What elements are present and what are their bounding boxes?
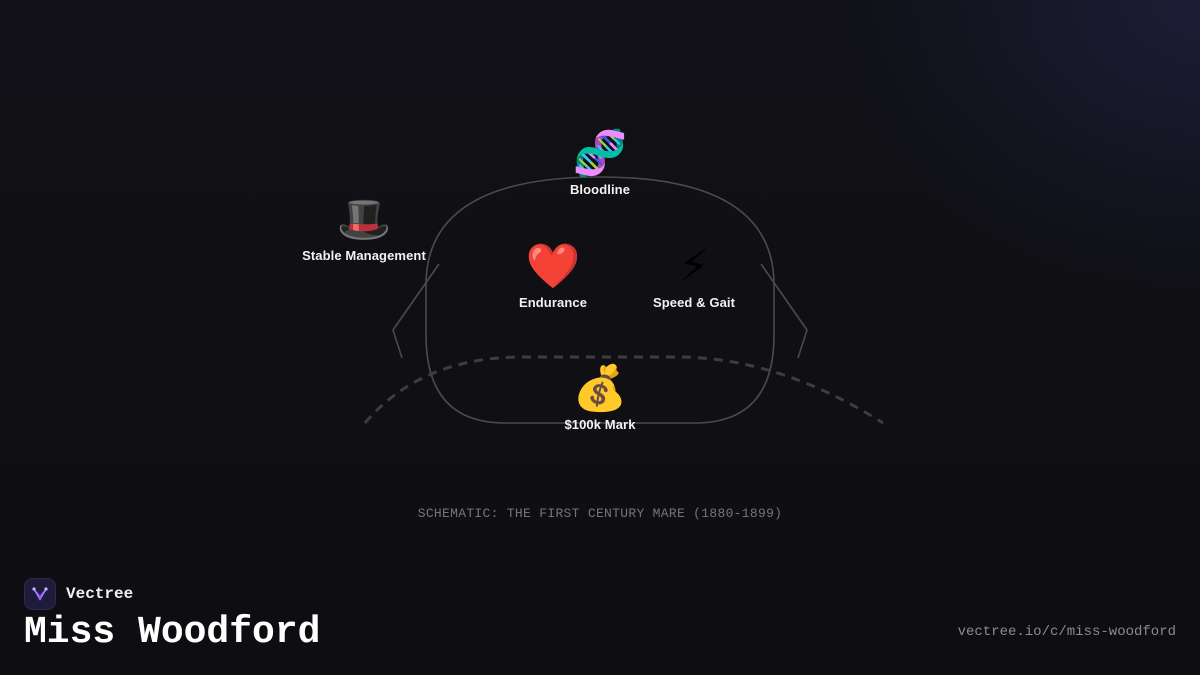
page-title: Miss Woodford	[24, 611, 321, 654]
node-bloodline: 🧬 Bloodline	[500, 128, 700, 197]
node-label: Speed & Gait	[652, 295, 736, 310]
node-label: Stable Management	[302, 248, 426, 263]
node-label: Endurance	[518, 295, 588, 310]
right-leg-line	[760, 263, 808, 359]
top-hat-icon: 🎩	[336, 194, 392, 245]
brand: Vectree	[24, 577, 133, 611]
node-label: Bloodline	[569, 182, 631, 197]
node-label: $100k Mark	[564, 417, 636, 432]
lightning-bolt-icon: ⚡	[678, 241, 710, 292]
node-speed-gait: ⚡ Speed & Gait	[594, 241, 794, 310]
brand-name: Vectree	[66, 585, 134, 603]
left-leg-line	[392, 263, 440, 359]
source-url-link[interactable]: vectree.io/c/miss-woodford	[957, 624, 1176, 640]
schematic-caption: SCHEMATIC: THE FIRST CENTURY MARE (1880-…	[417, 506, 783, 521]
vectree-logo-icon	[24, 578, 56, 610]
dashed-track-arc	[363, 355, 884, 425]
red-heart-icon: ❤️	[525, 241, 581, 292]
body-outline	[425, 176, 775, 424]
node-stable-management: 🎩 Stable Management	[264, 194, 464, 263]
dna-icon: 🧬	[572, 128, 628, 179]
money-bag-icon: 💰	[572, 363, 628, 414]
node-100k-mark: 💰 $100k Mark	[500, 363, 700, 432]
node-endurance: ❤️ Endurance	[453, 241, 653, 310]
